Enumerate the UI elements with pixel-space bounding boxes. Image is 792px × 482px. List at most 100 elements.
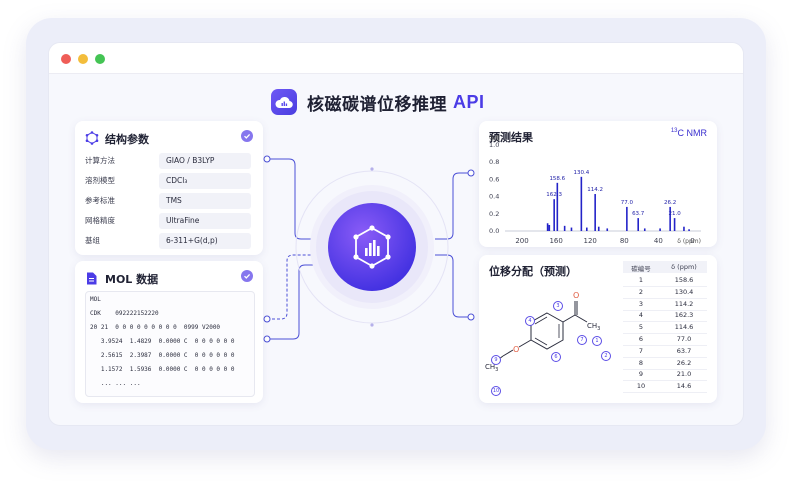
mol-line: MOL xyxy=(90,296,101,303)
minimize-window-button[interactable] xyxy=(78,54,88,64)
prediction-title: 预测结果 xyxy=(489,131,533,144)
param-row-method: 计算方法 GIAO / B3LYP xyxy=(85,153,253,169)
x-tick-label: 0 xyxy=(690,237,694,245)
carbon-number-cell: 9 xyxy=(638,370,644,379)
x-tick-label: 200 xyxy=(515,237,528,245)
maximize-window-button[interactable] xyxy=(95,54,105,64)
mol-title: MOL 数据 xyxy=(105,273,159,286)
shift-value-cell: 14.6 xyxy=(676,382,692,391)
title-bar xyxy=(49,43,743,74)
carbon-label: 6 xyxy=(551,352,561,362)
app-window: 核磁碳谱位移推理 API xyxy=(48,42,744,426)
nucleus-isotope: 13 xyxy=(670,128,678,134)
peak-label: 77.0 xyxy=(621,200,634,206)
check-icon xyxy=(241,270,253,282)
page-heading: 核磁碳谱位移推理 API xyxy=(271,87,485,117)
oxygen-atom: O xyxy=(573,291,579,300)
table-row: 5 114.6 xyxy=(623,322,707,335)
peak-label: 158.6 xyxy=(549,176,565,182)
y-tick-label: 1.0 xyxy=(489,141,499,149)
param-value-field[interactable]: UltraFine xyxy=(159,213,251,229)
cloud-chart-icon xyxy=(271,89,297,115)
shift-value-cell: 162.3 xyxy=(674,311,694,320)
assignment-title: 位移分配（预测） xyxy=(489,265,577,278)
methyl-group: CH3 xyxy=(485,363,498,373)
peak-label: 130.4 xyxy=(573,170,589,176)
y-tick-label: 0.4 xyxy=(489,193,499,201)
carbon-label: 1 xyxy=(592,336,602,346)
col-header-shift: δ (ppm) xyxy=(671,263,697,271)
x-tick-label: 120 xyxy=(584,237,597,245)
col-header-carbon: 碳编号 xyxy=(631,265,651,273)
mol-line: 3.9524 1.4829 0.0000 C 0 0 0 0 0 0 xyxy=(90,338,235,345)
carbon-number-cell: 5 xyxy=(638,323,644,332)
carbon-number-cell: 6 xyxy=(638,335,644,343)
param-row-basis: 基组 6-311+G(d,p) xyxy=(85,233,253,249)
param-label: 溶剂模型 xyxy=(85,176,115,185)
mol-line: 1.1572 1.5936 0.0000 C 0 0 0 0 0 0 xyxy=(90,366,235,373)
shift-value-cell: 158.6 xyxy=(674,276,694,284)
mol-line: 20 21 0 0 0 0 0 0 0 0 0 0999 V2000 xyxy=(90,324,221,331)
peak-label: 114.2 xyxy=(587,187,603,193)
param-value-field[interactable]: 6-311+G(d,p) xyxy=(159,233,251,249)
table-row: 4 162.3 xyxy=(623,310,707,323)
shift-value-cell: 114.6 xyxy=(674,323,694,332)
molecule-icon xyxy=(85,130,99,149)
assignment-card: 位移分配（预测） O O CH3 CH3 1 2 3 4 6 7 9 10 xyxy=(479,255,717,403)
param-row-reference: 参考标准 TMS xyxy=(85,193,253,209)
inference-hub xyxy=(328,203,416,291)
x-tick-label: 80 xyxy=(620,237,629,245)
check-icon xyxy=(241,130,253,142)
param-value-field[interactable]: CDCl₃ xyxy=(159,173,251,189)
x-tick-label: 40 xyxy=(654,237,663,245)
carbon-label: 10 xyxy=(491,386,501,396)
mol-line: 2.5615 2.3987 0.0000 C 0 0 0 0 0 0 xyxy=(90,352,235,359)
param-row-grid: 网格精度 UltraFine xyxy=(85,213,253,229)
param-label: 网格精度 xyxy=(85,216,115,225)
mol-line: ... ... ... xyxy=(90,380,141,387)
carbon-number-cell: 4 xyxy=(638,311,644,320)
param-label: 计算方法 xyxy=(85,156,115,165)
x-axis-label: δ (ppm) xyxy=(677,238,701,245)
close-window-button[interactable] xyxy=(61,54,71,64)
carbon-number-cell: 8 xyxy=(638,358,644,367)
x-tick-label: 160 xyxy=(549,237,562,245)
y-tick-label: 0.8 xyxy=(489,158,499,166)
param-label: 基组 xyxy=(85,236,100,245)
shift-value-cell: 26.2 xyxy=(676,358,692,367)
mol-text-area[interactable]: MOL CDK 092222152220 20 21 0 0 0 0 0 0 0… xyxy=(85,291,255,397)
carbon-label: 2 xyxy=(601,351,611,361)
shift-value-cell: 77.0 xyxy=(676,335,692,343)
y-axis-label: 强度 xyxy=(489,134,501,142)
carbon-number-cell: 10 xyxy=(636,382,646,391)
params-title: 结构参数 xyxy=(105,133,149,146)
param-label: 参考标准 xyxy=(85,196,115,205)
param-value-field[interactable]: GIAO / B3LYP xyxy=(159,153,251,169)
carbon-number-cell: 7 xyxy=(638,346,644,355)
oxygen-atom: O xyxy=(513,345,519,354)
carbon-label: 3 xyxy=(553,301,563,311)
document-icon xyxy=(86,270,97,289)
carbon-label: 7 xyxy=(577,335,587,345)
carbon-label: 9 xyxy=(491,355,501,365)
methyl-group: CH3 xyxy=(587,322,600,332)
param-value-field[interactable]: TMS xyxy=(159,193,251,209)
page-title-accent: API xyxy=(453,91,485,112)
carbon-label: 4 xyxy=(525,316,535,326)
peak-label: 63.7 xyxy=(632,211,645,217)
page-title: 核磁碳谱位移推理 xyxy=(307,94,447,115)
nucleus-name: C NMR xyxy=(677,128,708,138)
hexagon-chart-icon xyxy=(348,223,396,271)
y-tick-label: 0.0 xyxy=(489,227,499,235)
y-tick-label: 0.2 xyxy=(489,210,499,218)
carbon-number-cell: 3 xyxy=(638,299,644,308)
mol-line: CDK 092222152220 xyxy=(90,310,159,317)
